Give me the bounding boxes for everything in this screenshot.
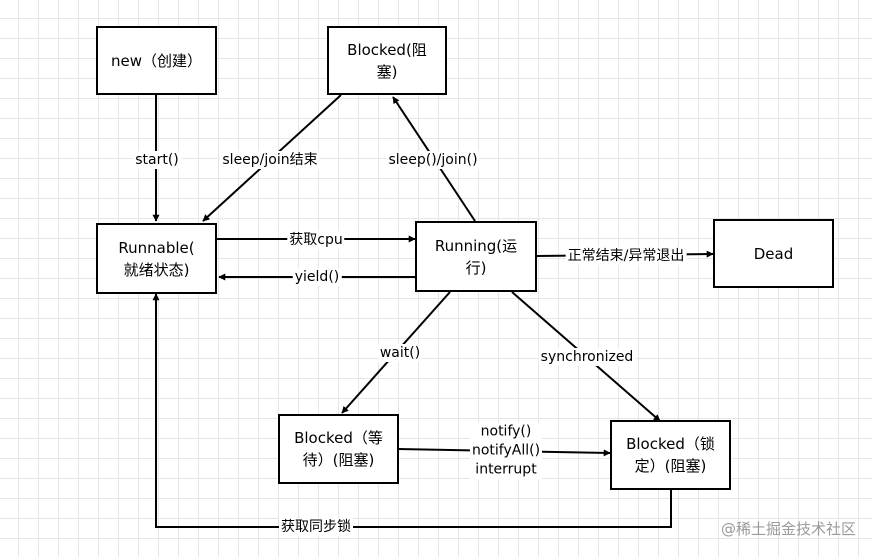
label-sleep-join-end: sleep/join结束 — [220, 151, 320, 169]
node-blocked-sleep: Blocked(阻 塞) — [327, 26, 447, 95]
label-notify: notify() notifyAll() interrupt — [469, 422, 543, 480]
watermark: @稀土掘金技术社区 — [720, 520, 856, 538]
label-get-cpu: 获取cpu — [287, 231, 345, 249]
node-blocked-wait: Blocked（等 待）(阻塞) — [278, 414, 399, 484]
node-runnable: Runnable( 就绪状态) — [96, 223, 217, 294]
label-normal-end: 正常结束/异常退出 — [565, 247, 687, 265]
label-sleep-join: sleep()/join() — [386, 151, 480, 169]
node-new: new（创建） — [96, 26, 217, 95]
edge-get-lock — [152, 293, 672, 528]
label-get-lock: 获取同步锁 — [279, 518, 353, 536]
node-blocked-lock: Blocked（锁 定）(阻塞) — [610, 420, 731, 490]
node-dead: Dead — [713, 219, 834, 288]
label-start: start() — [133, 151, 181, 169]
label-wait: wait() — [377, 344, 423, 362]
label-synchronized: synchronized — [538, 348, 636, 366]
label-yield: yield() — [292, 268, 342, 286]
node-running: Running(运 行) — [415, 221, 537, 292]
